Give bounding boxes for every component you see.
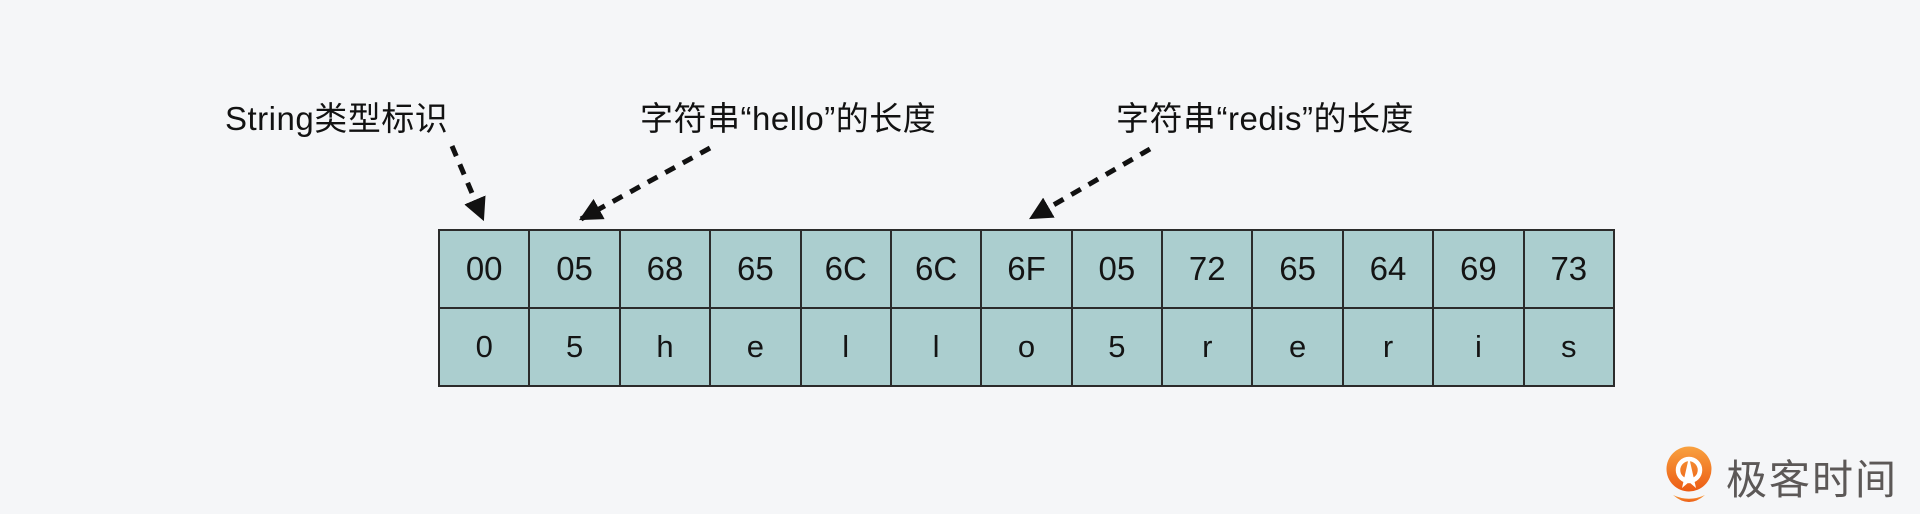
hex-cell: 6F	[982, 231, 1071, 307]
char-cell: r	[1343, 309, 1433, 385]
char-cell: 0	[440, 309, 529, 385]
geektime-logo: 极客时间	[1666, 444, 1898, 508]
hex-cell: 00	[440, 231, 529, 307]
hex-cell: 6C	[801, 231, 890, 307]
char-cell: l	[891, 309, 981, 385]
redis-length-label: 字符串“redis”的长度	[1116, 100, 1415, 137]
hex-cell: 65	[1253, 231, 1342, 307]
geektime-logo-icon	[1666, 446, 1712, 502]
string-type-label: String类型标识	[225, 100, 449, 137]
char-cell: e	[711, 309, 800, 385]
char-cell: e	[1253, 309, 1342, 385]
hex-cell: 65	[711, 231, 800, 307]
char-cell: 5	[530, 309, 619, 385]
char-cell: 5	[1072, 309, 1162, 385]
hex-cell: 05	[1072, 231, 1162, 307]
char-cell: l	[801, 309, 890, 385]
hello-length-label: 字符串“hello”的长度	[640, 100, 937, 137]
hex-cell: 68	[620, 231, 710, 307]
hex-cell: 69	[1434, 231, 1523, 307]
hex-cell: 05	[530, 231, 619, 307]
hex-cell: 72	[1163, 231, 1252, 307]
char-cell: i	[1434, 309, 1523, 385]
arrow-redis-length	[1029, 146, 1152, 221]
char-cell: o	[982, 309, 1071, 385]
char-cell: s	[1524, 309, 1613, 385]
arrow-hello-length	[578, 145, 712, 222]
hex-cell: 73	[1524, 231, 1613, 307]
hex-cell: 6C	[891, 231, 981, 307]
hex-cell: 64	[1343, 231, 1433, 307]
geektime-logo-text: 极客时间	[1726, 457, 1898, 503]
char-cell: h	[620, 309, 710, 385]
char-cell: r	[1163, 309, 1252, 385]
arrow-string-type	[449, 145, 486, 222]
